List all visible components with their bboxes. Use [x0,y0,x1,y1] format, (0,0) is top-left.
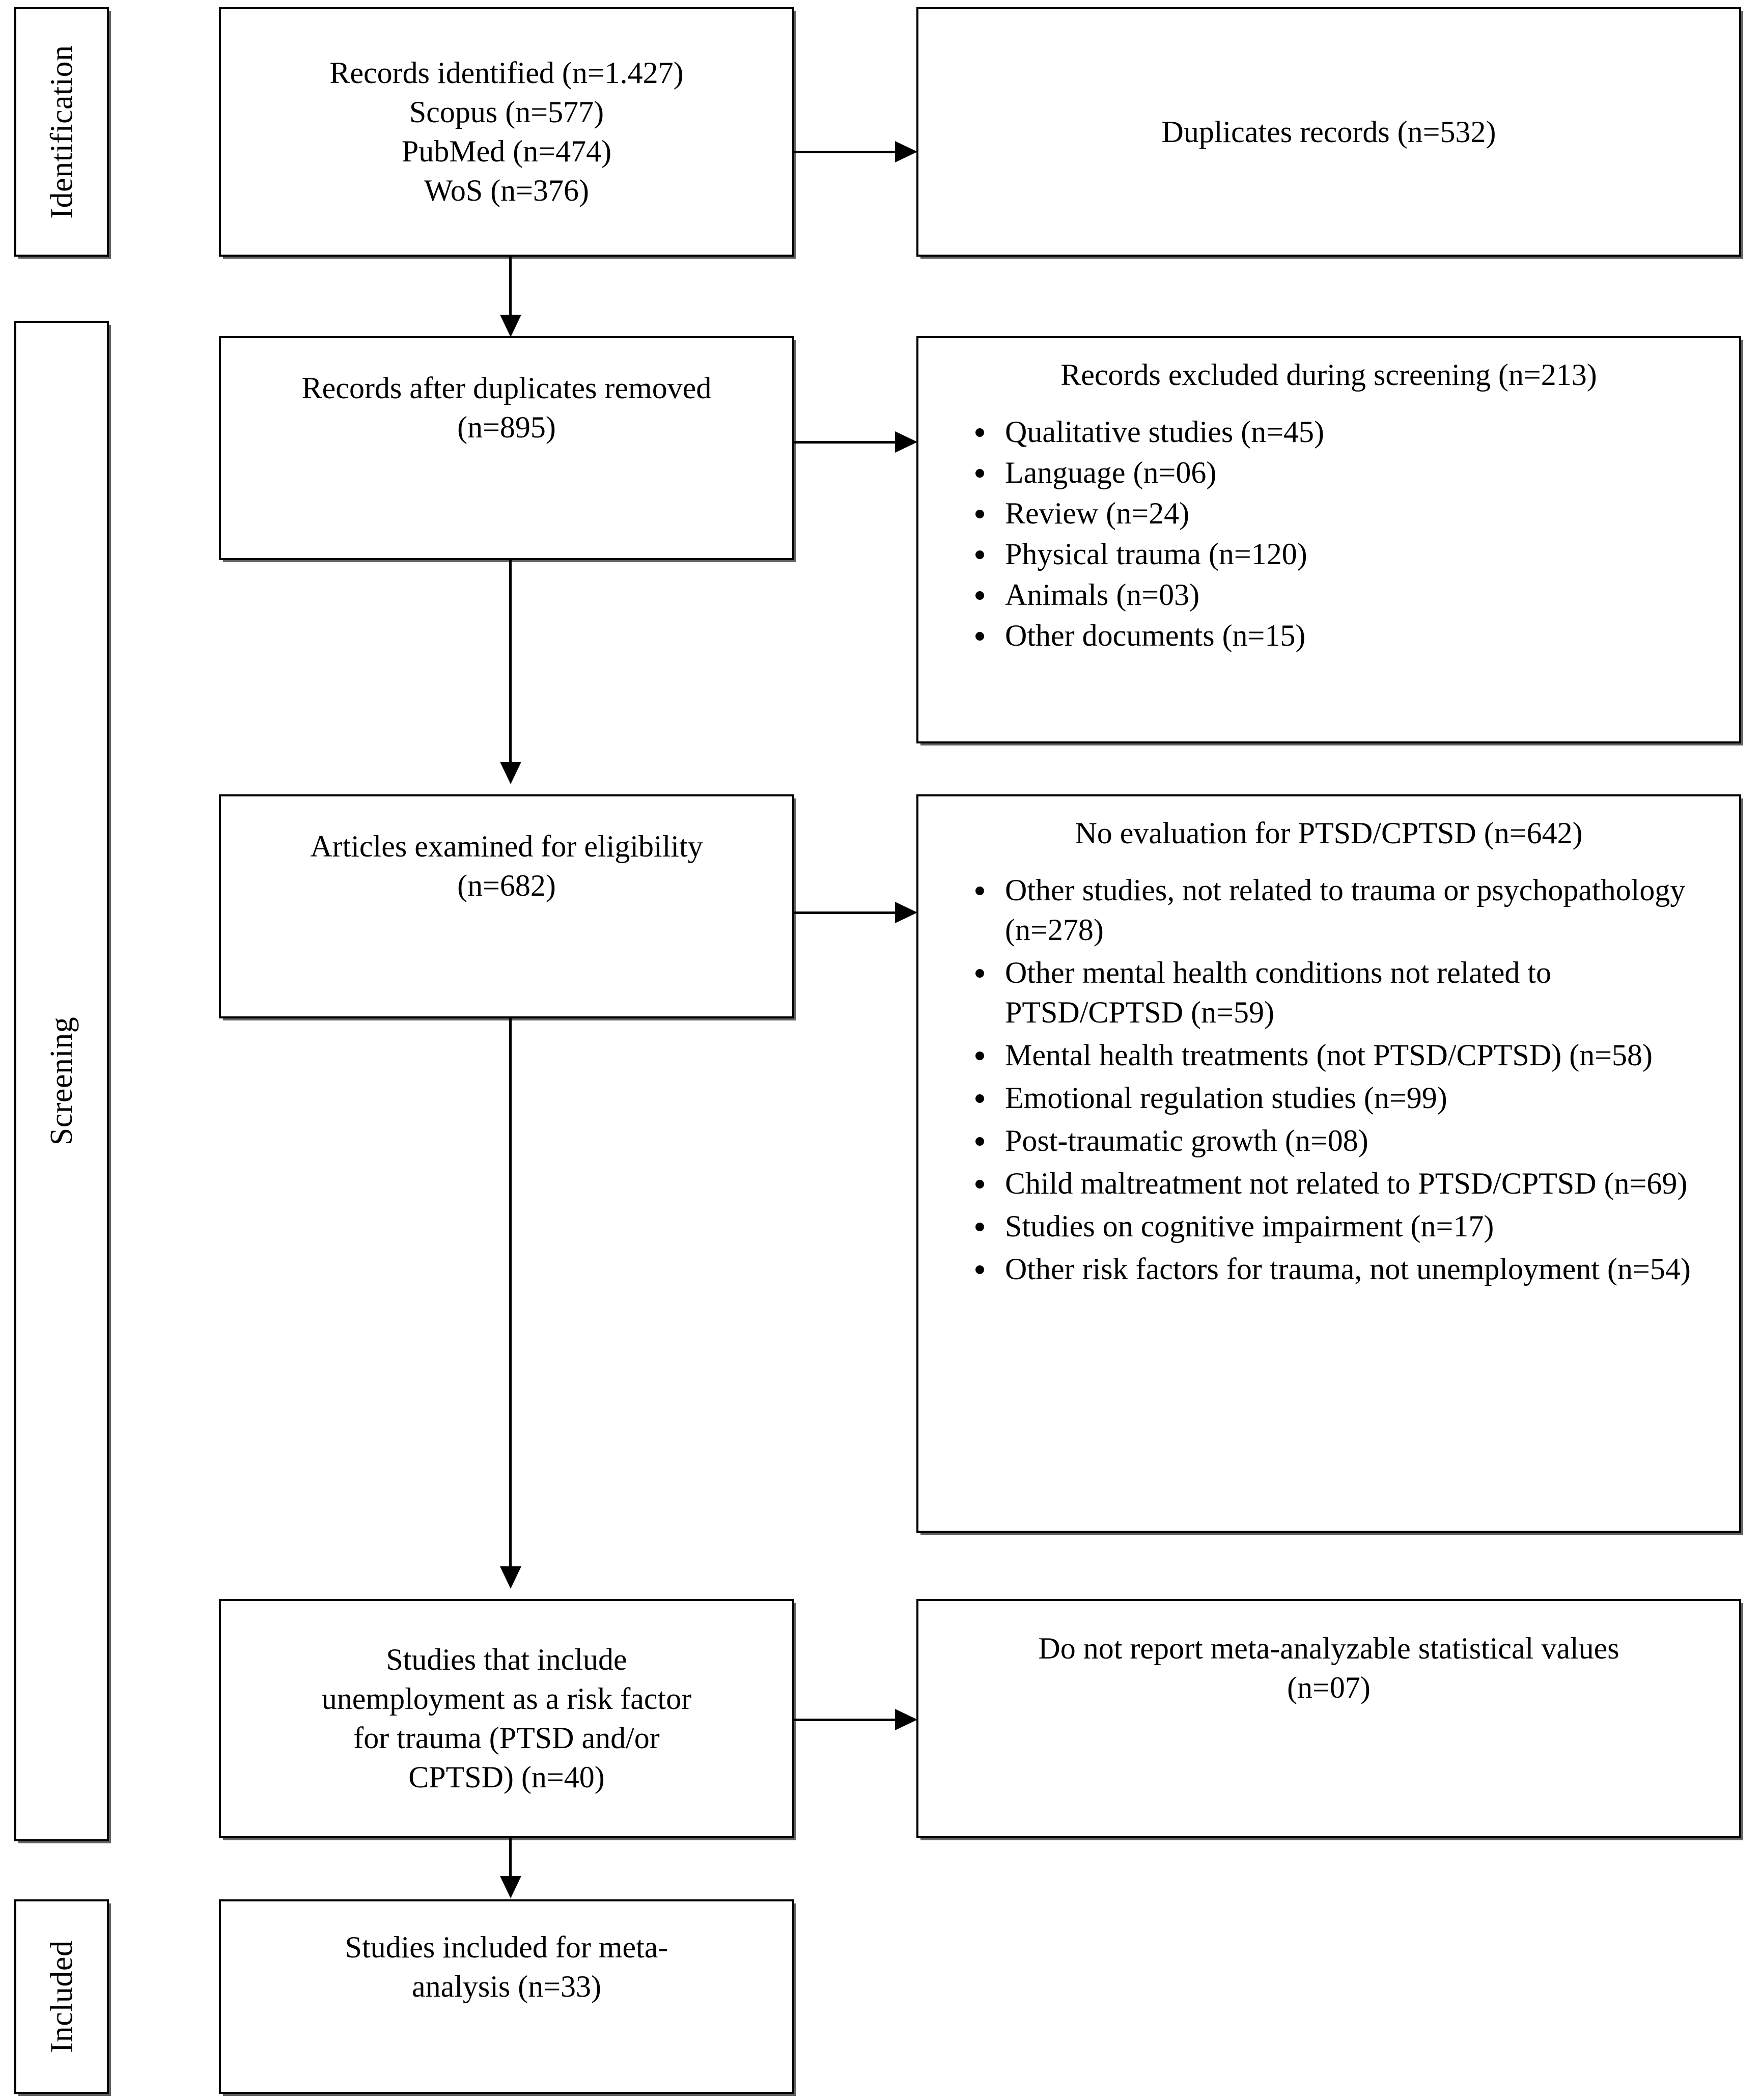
connector-eligibility-to-unemployment [509,1018,512,1568]
box-after-duplicates: Records after duplicates removed (n=895) [219,336,794,560]
list-item: Review (n=24) [972,493,1719,533]
connector-eligibility-to-no-evaluation [794,911,896,914]
connector-after-duplicates-to-excluded [794,441,896,444]
list-item: Emotional regulation studies (n=99) [972,1078,1719,1118]
list-item: Child maltreatment not related to PTSD/C… [972,1164,1719,1203]
box-duplicates: Duplicates records (n=532) [916,7,1741,257]
box-excluded-during-screening: Records excluded during screening (n=213… [916,336,1741,743]
list-item: Animals (n=03) [972,575,1719,615]
stage-box-screening: Screening [14,321,109,1841]
stage-label-screening: Screening [44,1016,79,1146]
box-records-identified: Records identified (n=1.427) Scopus (n=5… [219,7,794,257]
box-not-meta-analyzable: Do not report meta-analyzable statistica… [916,1599,1741,1838]
box-no-evaluation: No evaluation for PTSD/CPTSD (n=642) Oth… [916,794,1741,1533]
arrowhead-unemployment-to-not-meta [895,1709,917,1730]
duplicates-text: Duplicates records (n=532) [1161,115,1496,149]
list-item: Qualitative studies (n=45) [972,412,1719,452]
arrowhead-identified-to-duplicates [895,141,917,162]
unemployment-risk-text: Studies that include unemployment as a r… [321,1643,692,1794]
list-item: Mental health treatments (not PTSD/CPTSD… [972,1035,1719,1075]
excluded-screening-heading: Records excluded during screening (n=213… [1060,358,1597,392]
list-item: Language (n=06) [972,453,1719,492]
connector-identified-to-after-duplicates [509,257,512,318]
arrowhead-after-duplicates-to-excluded [895,431,917,453]
connector-unemployment-to-not-meta [794,1719,896,1721]
box-studies-included: Studies included for meta- analysis (n=3… [219,1899,794,2094]
studies-included-text: Studies included for meta- analysis (n=3… [345,1930,668,2003]
list-item: Physical trauma (n=120) [972,534,1719,574]
arrowhead-identified-to-after-duplicates [500,315,521,337]
arrowhead-unemployment-to-included [500,1876,521,1898]
list-item: Other mental health conditions not relat… [972,953,1719,1032]
connector-unemployment-to-included [509,1838,512,1879]
arrowhead-eligibility-to-unemployment [500,1566,521,1589]
stage-label-identification: Identification [44,45,79,219]
connector-identified-to-duplicates [794,151,896,153]
stage-box-identification: Identification [14,7,109,257]
arrowhead-eligibility-to-no-evaluation [895,902,917,923]
excluded-screening-list: Qualitative studies (n=45) Language (n=0… [939,412,1719,656]
list-item: Other risk factors for trauma, not unemp… [972,1249,1719,1289]
stage-label-included: Included [44,1940,79,2053]
list-item: Other documents (n=15) [972,616,1719,655]
articles-eligibility-text: Articles examined for eligibility (n=682… [310,830,703,902]
list-item: Studies on cognitive impairment (n=17) [972,1206,1719,1246]
not-meta-analyzable-text: Do not report meta-analyzable statistica… [1038,1632,1619,1704]
box-articles-eligibility: Articles examined for eligibility (n=682… [219,794,794,1018]
after-duplicates-text: Records after duplicates removed (n=895) [301,371,712,444]
records-identified-text: Records identified (n=1.427) Scopus (n=5… [329,56,684,207]
stage-box-included: Included [14,1899,109,2094]
connector-after-duplicates-to-eligibility [509,560,512,764]
no-evaluation-heading: No evaluation for PTSD/CPTSD (n=642) [1075,816,1583,850]
no-evaluation-list: Other studies, not related to trauma or … [939,870,1719,1292]
list-item: Other studies, not related to trauma or … [972,870,1719,950]
list-item: Post-traumatic growth (n=08) [972,1121,1719,1160]
box-unemployment-risk-factor: Studies that include unemployment as a r… [219,1599,794,1838]
arrowhead-after-duplicates-to-eligibility [500,762,521,784]
